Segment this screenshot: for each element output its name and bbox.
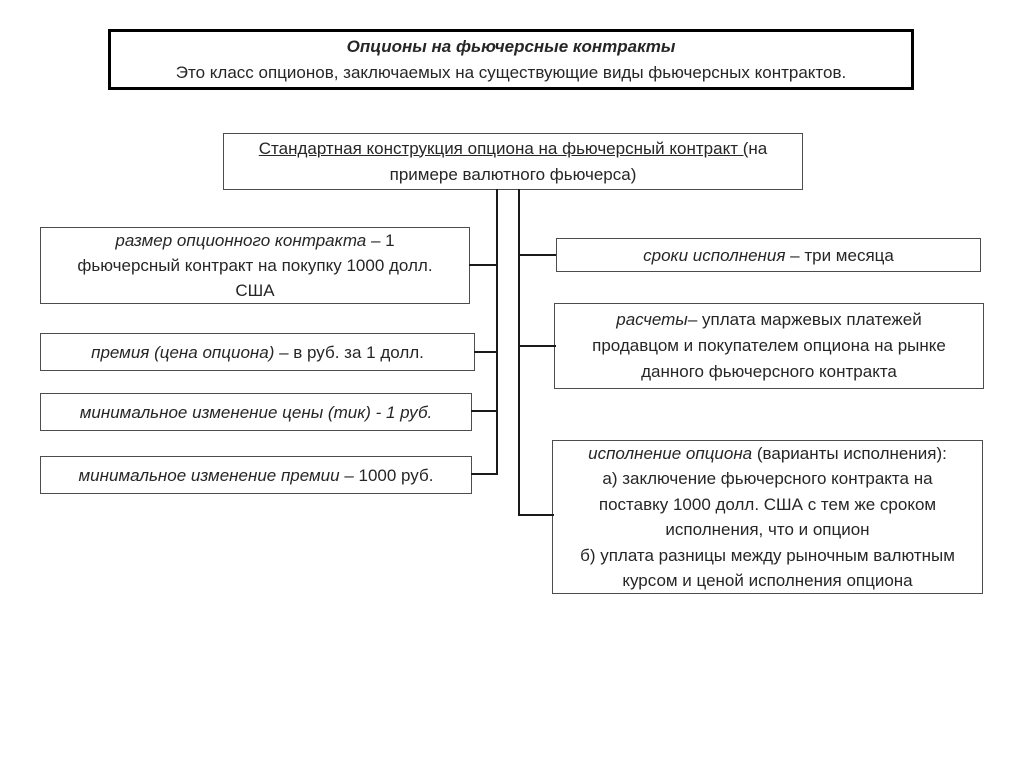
title-box: Опционы на фьючерсные контракты Это клас…: [108, 29, 914, 90]
text-line: исполнения, что и опцион: [665, 517, 869, 543]
text-line: минимальное изменение премии – 1000 руб.: [79, 463, 434, 488]
text-segment: размер опционного контракта: [115, 231, 367, 250]
text-line: курсом и ценой исполнения опциона: [622, 568, 912, 594]
text-segment: расчеты: [616, 310, 688, 329]
text-segment: данного фьючерсного контракта: [641, 362, 897, 381]
connector-stub-contract-size: [469, 264, 498, 266]
construction-box: Стандартная конструкция опциона на фьюче…: [223, 133, 803, 190]
text-segment: США: [235, 281, 275, 300]
box-option-execution: исполнение опциона (варианты исполнения)…: [552, 440, 983, 594]
text-segment: исполнения, что и опцион: [665, 520, 870, 539]
box-settlements: расчеты– уплата маржевых платежей продавц…: [554, 303, 984, 389]
text-line: сроки исполнения – три месяца: [643, 243, 894, 268]
text-line: б) уплата разницы между рыночным валютны…: [580, 543, 955, 569]
text-segment: премия (цена опциона): [91, 342, 275, 362]
text-segment: – 1: [366, 231, 395, 250]
text-segment: исполнение опциона: [588, 443, 753, 463]
connector-trunk-right: [518, 189, 520, 516]
box-execution-terms: сроки исполнения – три месяца: [556, 238, 981, 272]
box-min-price-change: минимальное изменение цены (тик) - 1 руб…: [40, 393, 472, 431]
text-line: примере валютного фьючерса): [390, 162, 637, 188]
connector-stub-execution-terms: [518, 254, 556, 256]
text-segment: продавцом и покупателем опциона на рынке: [592, 336, 946, 355]
text-segment: Стандартная конструкция опциона на фьюче…: [258, 138, 749, 158]
text-line: продавцом и покупателем опциона на рынке: [592, 333, 946, 359]
text-segment: – в руб. за 1 долл.: [274, 342, 424, 362]
text-segment: на: [748, 138, 768, 158]
text-line: премия (цена опциона) – в руб. за 1 долл…: [91, 340, 424, 365]
box-premium: премия (цена опциона) – в руб. за 1 долл…: [40, 333, 475, 371]
text-line: а) заключение фьючерсного контракта на: [602, 466, 932, 492]
text-line: размер опционного контракта – 1: [115, 228, 394, 253]
text-line: поставку 1000 долл. США с тем же сроком: [599, 492, 936, 518]
text-line: исполнение опциона (варианты исполнения)…: [588, 441, 947, 467]
connector-stub-premium: [474, 351, 498, 353]
text-segment: фьючерсный контракт на покупку 1000 долл…: [77, 256, 433, 275]
text-segment: поставку 1000 долл. США с тем же сроком: [598, 494, 937, 514]
text-line: фьючерсный контракт на покупку 1000 долл…: [77, 253, 432, 278]
text-segment: минимальное изменение премии: [78, 465, 340, 485]
text-line: минимальное изменение цены (тик) - 1 руб…: [80, 400, 432, 425]
connector-stub-min-price-change: [471, 410, 498, 412]
box-min-premium-change: минимальное изменение премии – 1000 руб.: [40, 456, 472, 494]
text-segment: минимальное изменение цены (тик) - 1 руб…: [79, 402, 433, 422]
box-contract-size: размер опционного контракта – 1 фьючерсны…: [40, 227, 470, 304]
text-segment: – уплата маржевых платежей: [687, 310, 922, 329]
text-segment: б) уплата разницы между рыночным валютны…: [580, 545, 955, 565]
text-line: Стандартная конструкция опциона на фьюче…: [259, 136, 767, 162]
text-segment: – три месяца: [785, 245, 894, 265]
text-line: США: [235, 278, 274, 303]
text-line: расчеты– уплата маржевых платежей: [616, 307, 922, 333]
text-segment: а) заключение фьючерсного контракта на: [602, 469, 933, 488]
diagram-title: Опционы на фьючерсные контракты: [346, 36, 676, 56]
text-line: данного фьючерсного контракта: [641, 359, 897, 385]
connector-stub-settlements: [518, 345, 556, 347]
text-segment: – 1000 руб.: [339, 465, 434, 485]
text-segment: (варианты исполнения):: [752, 443, 947, 463]
connector-trunk-left: [496, 189, 498, 475]
text-segment: курсом и ценой исполнения опциона: [622, 571, 913, 590]
connector-stub-min-premium-change: [471, 473, 498, 475]
diagram-subtitle: Это класс опционов, заключаемых на сущес…: [175, 62, 847, 82]
text-segment: примере валютного фьючерса): [389, 164, 637, 184]
text-segment: сроки исполнения: [643, 245, 786, 265]
connector-stub-option-execution: [518, 514, 554, 516]
